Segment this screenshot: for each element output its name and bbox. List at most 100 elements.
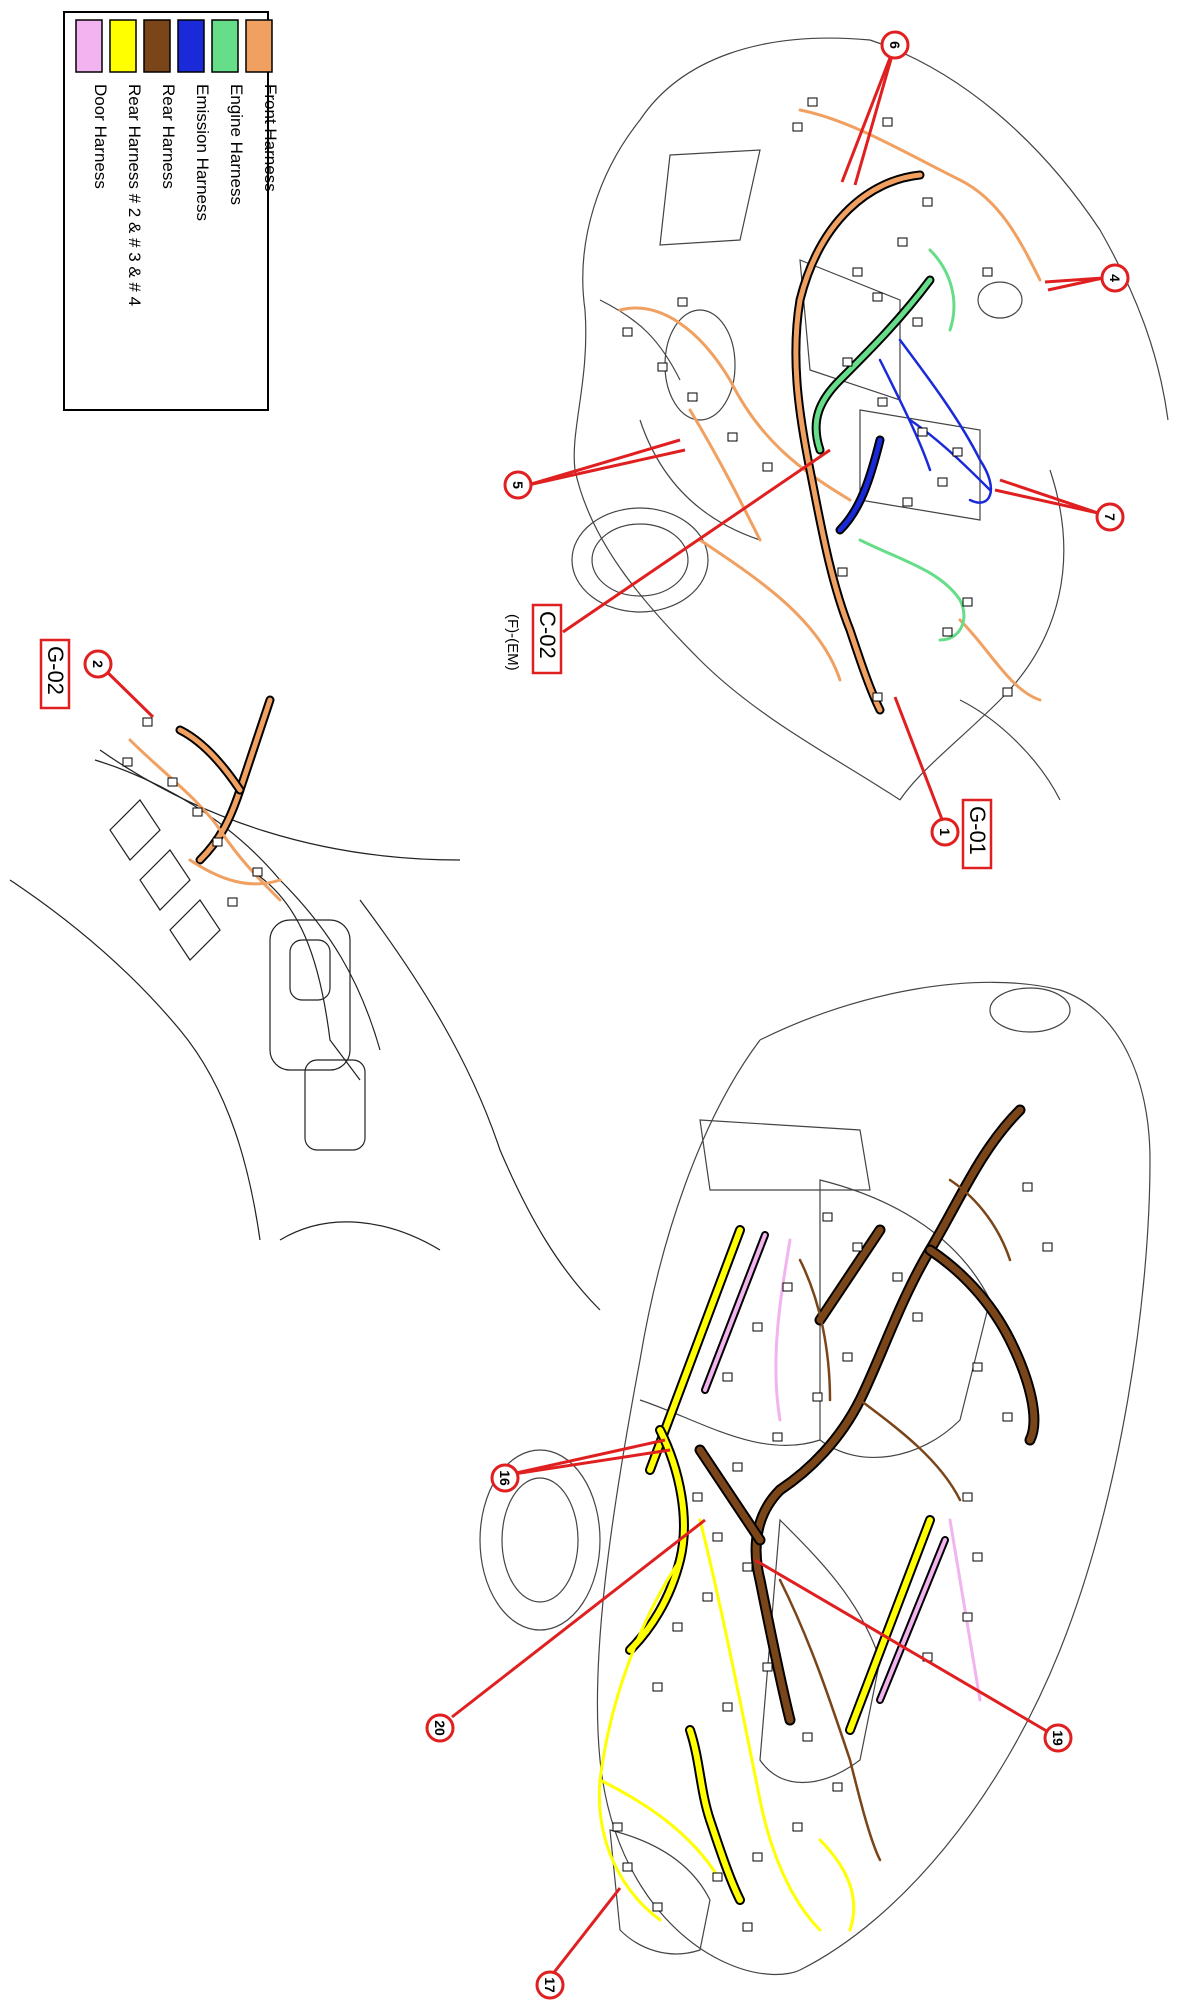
rear-view — [479, 981, 1151, 1975]
connector — [692, 1492, 703, 1502]
connector — [742, 1562, 753, 1572]
leader-7b — [994, 488, 1099, 515]
connector — [142, 717, 153, 727]
engine-harness-thin-1 — [858, 538, 966, 642]
connector — [622, 1862, 633, 1872]
callout-7-label: 7 — [1102, 513, 1118, 521]
rear-harness-thin-2 — [858, 1398, 962, 1502]
connector — [742, 1922, 753, 1932]
connector — [952, 447, 963, 457]
leader-19 — [754, 1558, 1051, 1735]
connector — [852, 1242, 863, 1252]
gauge-outline — [289, 939, 331, 1001]
lower-bumper-line — [959, 699, 1061, 801]
connector — [982, 267, 993, 277]
dashboard-connectors — [122, 717, 263, 907]
leader-4b — [1047, 276, 1104, 292]
rear-harness-branch-3 — [696, 1446, 764, 1544]
connector — [712, 1872, 723, 1882]
dash-top-line — [99, 749, 461, 861]
leader-17 — [550, 1887, 622, 1976]
connector — [962, 597, 973, 607]
connector — [912, 1312, 923, 1322]
engine-bay-outline — [573, 37, 901, 801]
rear-harness-branch-1-outline — [924, 1244, 1040, 1446]
rear-harness-thin-1 — [798, 1258, 832, 1402]
connector — [727, 432, 738, 442]
rear-connectors — [612, 1182, 1053, 1932]
connector — [732, 1462, 743, 1472]
connector — [842, 1352, 853, 1362]
inner-fender-line — [599, 299, 681, 381]
legend-swatch-emission — [177, 19, 205, 73]
connector — [937, 477, 948, 487]
rear-harness-branch-1 — [926, 1246, 1038, 1444]
callout-1: 1 — [930, 817, 960, 847]
connector — [122, 757, 133, 767]
rear-body-outline-left — [596, 1039, 801, 1975]
callout-numbers: 6 4 7 5 1 2 16 20 — [83, 30, 1130, 2000]
connector — [972, 1552, 983, 1562]
connector — [842, 357, 853, 367]
front-harness-thin-5 — [958, 618, 1042, 702]
rear-wheel — [501, 1477, 579, 1603]
legend: Door Harness Rear Harness # 2 & # 3 & # … — [63, 11, 280, 411]
pedal-box — [304, 1059, 366, 1151]
bracket-2 — [139, 849, 191, 911]
connector — [837, 567, 848, 577]
instrument-cluster — [269, 919, 351, 1071]
leader-7 — [999, 478, 1099, 515]
legend-swatch-door — [75, 19, 103, 73]
label-g02-text: G-02 — [43, 646, 68, 695]
dash-panel-outline — [699, 1119, 871, 1191]
connector — [252, 867, 263, 877]
front-harness-thin-2 — [798, 108, 1042, 282]
connector — [812, 1392, 823, 1402]
callout-19-label: 19 — [1050, 1730, 1066, 1746]
door-harness-thin-1 — [774, 1238, 792, 1422]
callout-4: 4 — [1100, 263, 1130, 293]
callout-20-label: 20 — [432, 1720, 448, 1736]
emission-harness-main — [837, 437, 883, 533]
connector — [962, 1612, 973, 1622]
bracket-1 — [109, 799, 161, 861]
connector — [752, 1852, 763, 1862]
connector — [917, 427, 928, 437]
front-harness-thin-4 — [688, 408, 762, 542]
connector — [807, 97, 818, 107]
front-wheel-arch — [571, 507, 709, 613]
engine-bay-harnesses — [618, 108, 1042, 715]
dash-front-harness-branch — [177, 727, 243, 793]
label-c02: C-02 (F)-(EM) — [504, 603, 563, 675]
connector — [677, 297, 688, 307]
connector — [872, 692, 883, 702]
connector — [167, 777, 178, 787]
callout-6: 6 — [880, 30, 910, 60]
connector — [1002, 1412, 1013, 1422]
rear-harness-yellow-thin-1 — [597, 1558, 682, 1922]
connector — [622, 327, 633, 337]
legend-swatch-front — [245, 19, 273, 73]
connector — [897, 237, 908, 247]
rear-harness-yellow-thin-4 — [818, 1838, 856, 1932]
leader-5b — [527, 448, 686, 487]
callout-4-label: 4 — [1107, 274, 1123, 282]
rear-harness-branch-2 — [816, 1226, 884, 1324]
connector — [872, 292, 883, 302]
connector — [712, 1532, 723, 1542]
rear-harnesses — [597, 1104, 1040, 1932]
rear-harness-yellow-thin-2 — [698, 1518, 822, 1932]
leader-c02 — [562, 448, 831, 634]
door-harness-thin-2 — [948, 1518, 982, 1702]
rear-harness-thin-4 — [948, 1178, 1012, 1262]
legend-label-emission: Emission Harness — [193, 84, 212, 221]
dash-front-harness-thin-1 — [128, 738, 282, 902]
callout-5-label: 5 — [510, 481, 526, 489]
emission-harness-thin-3 — [878, 358, 932, 472]
fender-line — [639, 419, 761, 541]
connector — [1022, 1182, 1033, 1192]
bumper-outline — [899, 469, 1065, 801]
callout-2-label: 2 — [90, 660, 106, 668]
